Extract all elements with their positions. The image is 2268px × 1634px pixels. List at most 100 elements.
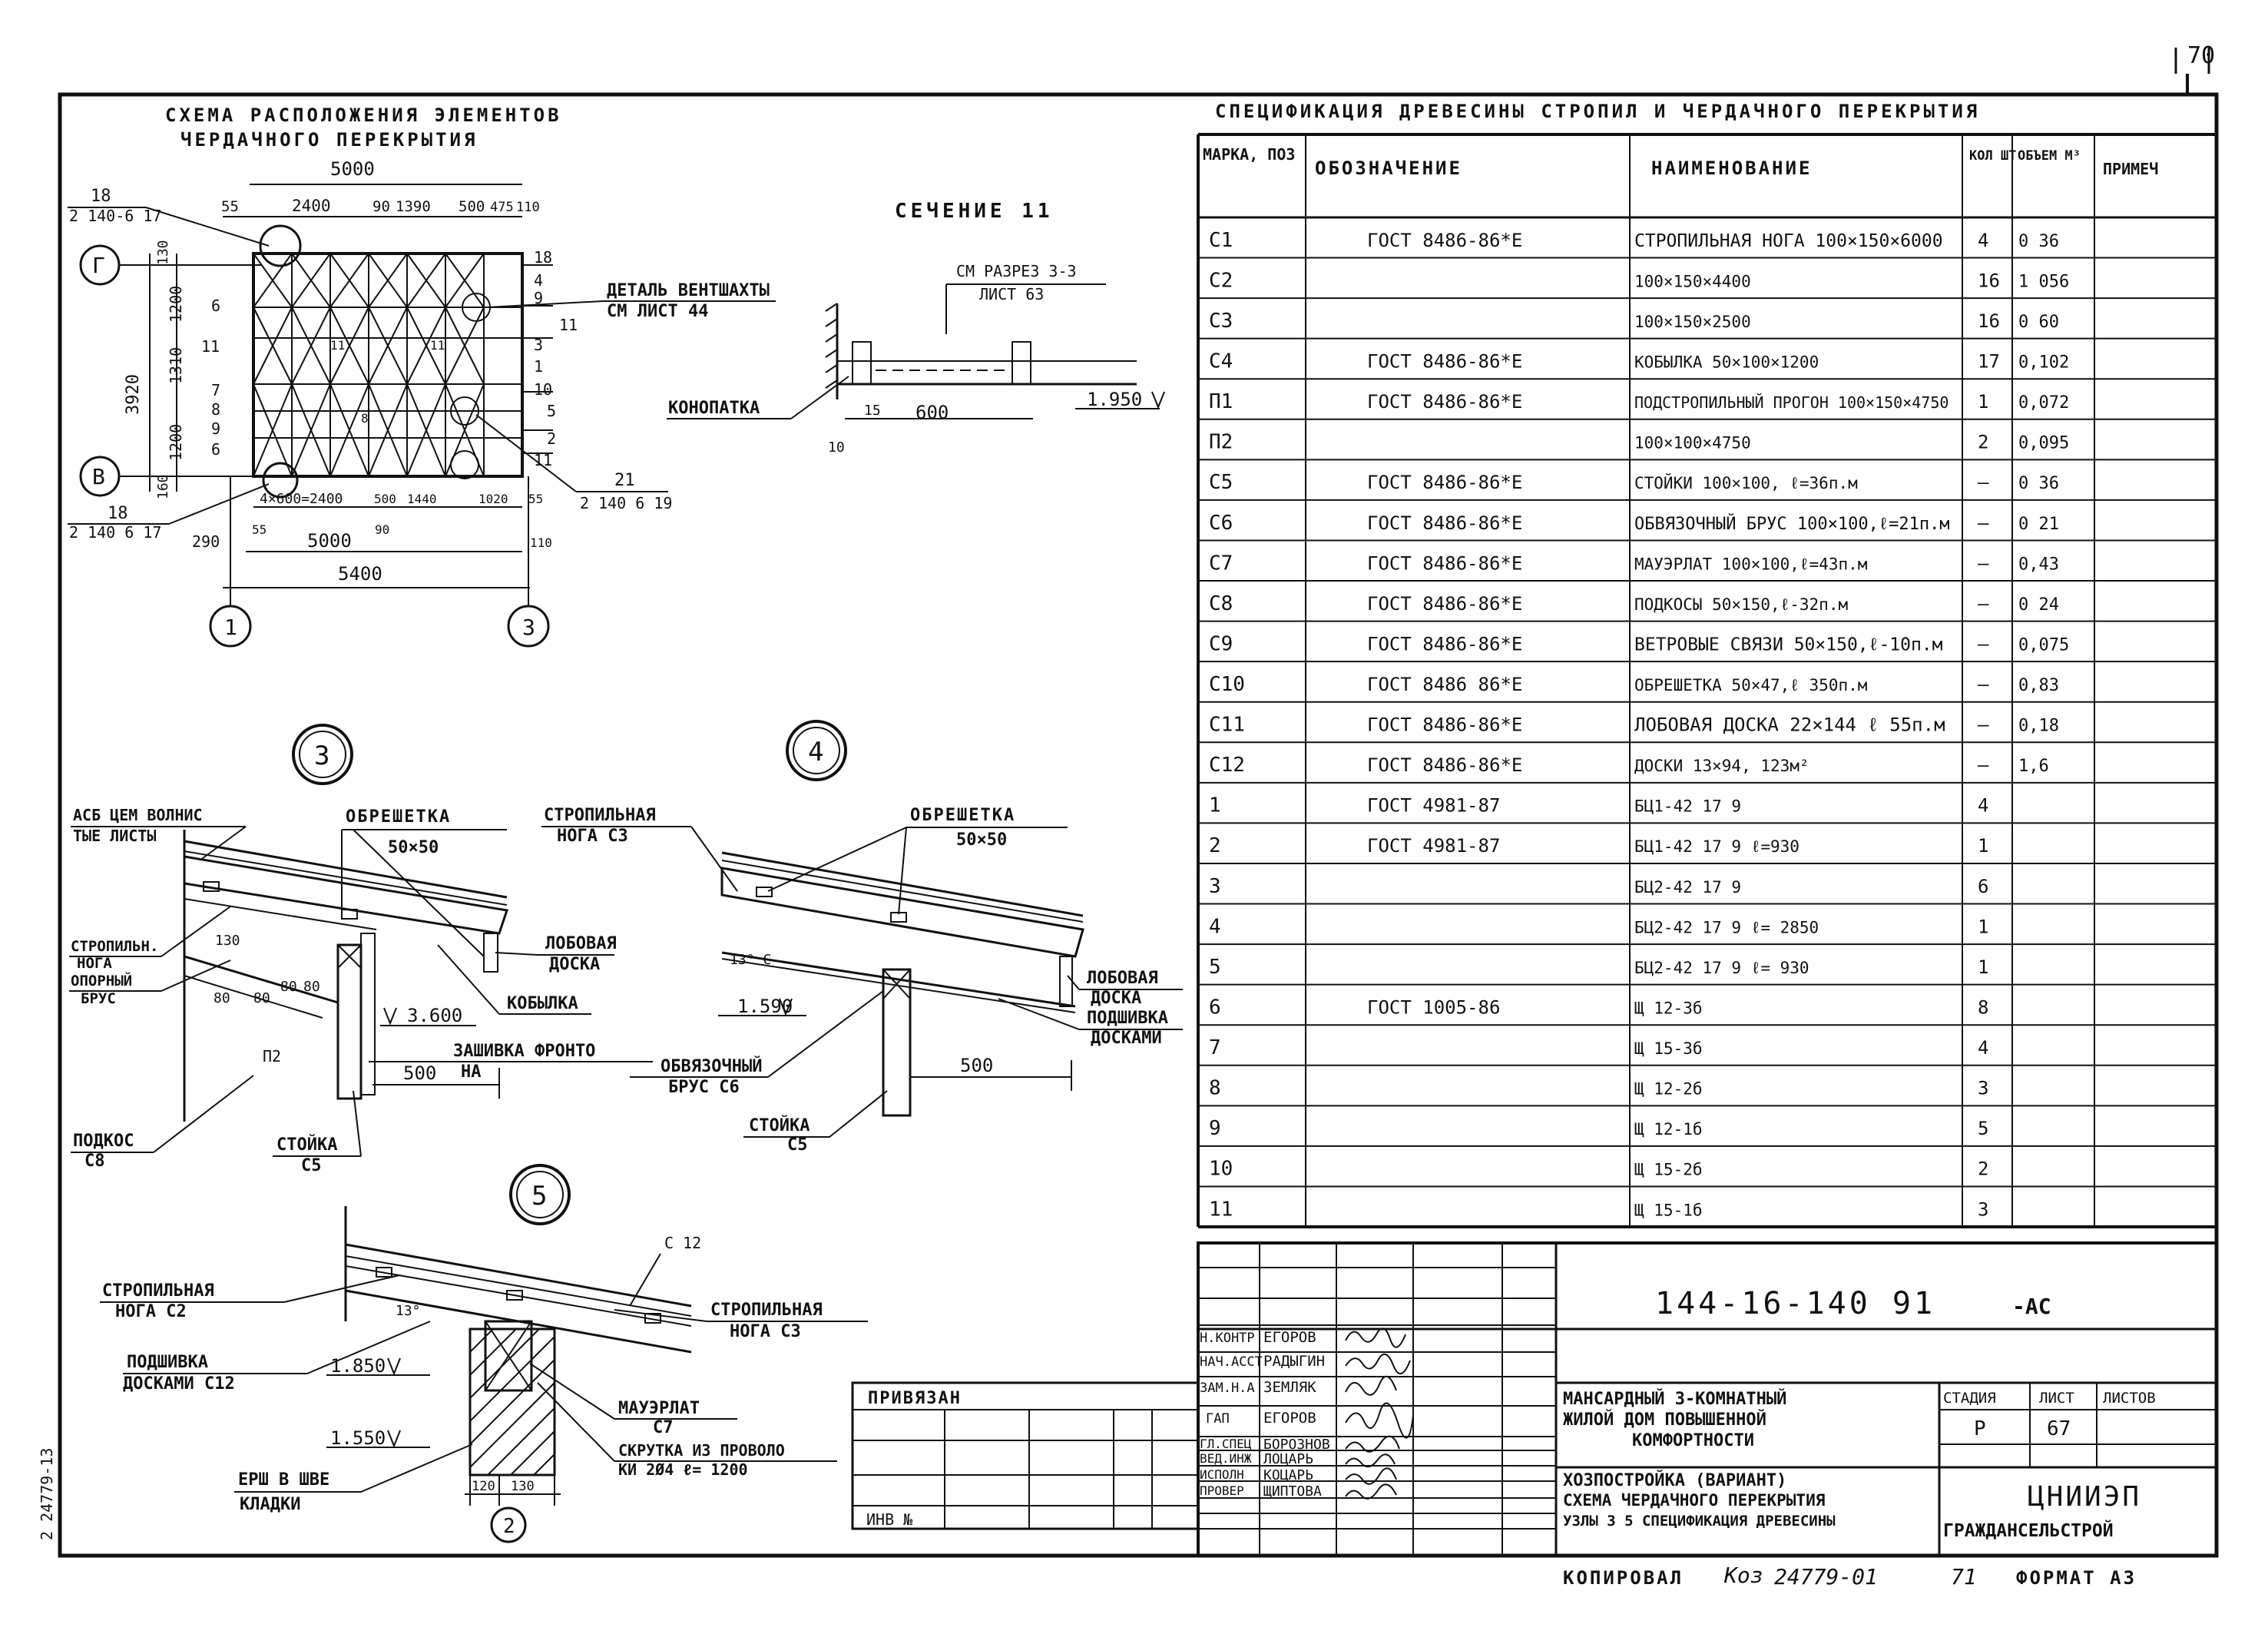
stamp-inv: ИНВ №	[866, 1510, 913, 1529]
sheet-number: 70	[2187, 42, 2215, 69]
spec-cell: Щ 15-1б	[1634, 1201, 1703, 1219]
spec-cell: ГОСТ 4981-87	[1367, 835, 1500, 857]
privyazka-grid	[851, 1381, 1200, 1530]
plan-dim-left-total: 3920	[124, 374, 143, 415]
node-5-mauerlat-label: МАУЭРЛАТ	[618, 1399, 700, 1418]
plan-right-mark: 5	[547, 402, 556, 420]
node-5-detail: 5 С 12 13° СТРОПИЛЬНАЯ НОГА С2 СТРОПИЛЬН…	[100, 1164, 868, 1543]
spec-cell: 0 60	[2018, 313, 2059, 332]
spec-cell: ПОДКОСЫ 50×150,ℓ-32п.м	[1634, 595, 1848, 614]
node-3-lob-label: ЛОБОВАЯ	[545, 934, 617, 953]
plan-right-mark: 9	[534, 289, 543, 307]
plan-dim-top-row: 110	[516, 200, 540, 215]
axis-g-label: Г	[92, 253, 105, 278]
node-5-dim: 130	[511, 1479, 535, 1494]
node-4-stoika-label: СТОЙКА	[749, 1115, 810, 1135]
plan-dim-bottom-small: 55	[252, 522, 267, 537]
spec-cell: —	[1978, 512, 1989, 534]
node-5-mauerlat-label: С7	[653, 1418, 674, 1437]
node-4-marker	[786, 720, 847, 781]
node-3-level: 3.600	[407, 1005, 462, 1026]
spec-cell: С12	[1209, 754, 1245, 777]
stamp-privyazan: ПРИВЯЗАН	[868, 1389, 962, 1408]
spec-cell: С8	[1209, 592, 1233, 615]
node-3-obr-label: ОБРЕШЕТКА	[346, 807, 451, 827]
node-3-kob-label: КОБЫЛКА	[507, 994, 578, 1013]
spec-cell: 1	[1978, 835, 1988, 857]
spec-cell: 6	[1978, 876, 1988, 897]
node-3-rafter-label: НОГА	[77, 955, 112, 972]
node-4-number: 4	[808, 737, 823, 767]
spec-header-designation: ОБОЗНАЧЕНИЕ	[1315, 157, 1462, 179]
spec-cell: 0 21	[2018, 515, 2059, 534]
stamp-sheet-title: ХОЗПОСТРОЙКА (ВАРИАНТ)	[1563, 1470, 1786, 1490]
stamp-name: ЕГОРОВ	[1263, 1410, 1316, 1427]
spec-cell: ГОСТ 8486-86*Е	[1367, 230, 1522, 251]
stamp-project: МАНСАРДНЫЙ 3-КОМНАТНЫЙ	[1563, 1389, 1786, 1409]
plan-dim-bottom-row: 500	[374, 492, 396, 506]
spec-cell: 0,072	[2018, 393, 2069, 413]
spec-cell: 1,6	[2018, 757, 2049, 776]
section-11-title: СЕЧЕНИЕ 11	[895, 200, 1054, 223]
spec-cell: ПОДСТРОПИЛЬНЫЙ ПРОГОН 100×150×4750	[1634, 393, 1948, 412]
node-3-dim: 80	[303, 979, 320, 995]
spec-cell: С7	[1209, 552, 1233, 575]
node-5-rafter-left-label: СТРОПИЛЬНАЯ	[102, 1281, 214, 1301]
spec-cell: Щ 15-2б	[1634, 1161, 1703, 1179]
plan-dim-top-row: 1390	[396, 198, 431, 215]
node-3-rafter-label: ОПОРНЫЙ	[71, 972, 132, 989]
node-3-dim: 130	[215, 933, 240, 949]
spec-cell: ВЕТРОВЫЕ СВЯЗИ 50×150,ℓ-10п.м	[1634, 635, 1943, 655]
spec-cell: —	[1978, 552, 1989, 574]
section-11-ref2: ЛИСТ 63	[979, 285, 1044, 303]
spec-cell: 11	[1209, 1198, 1233, 1221]
node-3-marker	[292, 724, 353, 785]
label-konopatka: КОНОПАТКА	[668, 399, 760, 418]
spec-cell: 3	[1978, 1078, 1988, 1099]
stamp-code-suffix: -АС	[2012, 1294, 2051, 1319]
plan-callout-circle	[450, 396, 479, 426]
plan-dim-bottom-row: 55	[528, 492, 543, 506]
spec-cell: ГОСТ 8486-86*Е	[1367, 754, 1522, 776]
node-4-obr-size: 50×50	[956, 830, 1007, 850]
node-4-rafter	[720, 867, 1084, 958]
spec-cell: П2	[1209, 431, 1233, 454]
node-4-dim500: 500	[960, 1055, 993, 1076]
vent-detail-ref: СМ ЛИСТ 44	[607, 302, 708, 321]
plan-right-mark: 1	[534, 357, 543, 376]
stamp-list: 67	[2047, 1417, 2071, 1440]
callout-21: 21	[614, 471, 635, 490]
plan-dim-top-row: 475	[490, 200, 514, 215]
spec-cell: С5	[1209, 471, 1233, 494]
plan-right-mark: 3	[534, 336, 543, 354]
callout-18-top-ref: 2 140-6 17	[69, 207, 161, 225]
node-5-skrutka-label: КИ 2Ø4 ℓ= 1200	[618, 1460, 748, 1479]
stamp-name: ЕГОРОВ	[1263, 1329, 1316, 1346]
spec-cell: 7	[1209, 1036, 1221, 1059]
node-5-mauerlat	[484, 1320, 533, 1392]
spec-cell: 2	[1209, 834, 1221, 857]
spec-cell: 9	[1209, 1117, 1221, 1140]
spec-cell: 4	[1209, 915, 1221, 938]
stamp-role: ЗАМ.Н.А	[1200, 1380, 1255, 1396]
stamp-role: ГЛ.СПЕЦ	[1200, 1437, 1252, 1451]
spec-cell: 0 36	[2018, 474, 2059, 493]
spec-cell: С2	[1209, 269, 1233, 292]
spec-cell: С10	[1209, 673, 1245, 696]
stamp-project: ЖИЛОЙ ДОМ ПОВЫШЕННОЙ	[1563, 1410, 1766, 1430]
node-5-rafter-left-label: НОГА С2	[115, 1302, 187, 1321]
node-4-detail: 4 СТРОПИЛЬНАЯ НОГА С3 ОБРЕШЕТКА 50×50 13…	[541, 720, 1183, 1155]
node-3-dim500: 500	[403, 1062, 436, 1084]
node-5-wall-hatch	[469, 1328, 555, 1476]
node-3-zash-label: ЗАШИВКА ФРОНТО	[453, 1042, 595, 1061]
plan-dim-top-row: 90	[372, 198, 390, 215]
spec-cell: 100×150×2500	[1634, 313, 1751, 331]
node-5-marker	[509, 1164, 571, 1225]
spec-cell: ГОСТ 8486-86*Е	[1367, 351, 1522, 373]
node-5-ersh-label: ЕРШ В ШВЕ	[238, 1470, 329, 1490]
spec-table: СПЕЦИФИКАЦИЯ ДРЕВЕСИНЫ СТРОПИЛ И ЧЕРДАЧН…	[1197, 101, 2218, 1228]
node-4-post	[882, 968, 912, 1117]
plan-dim-bottom-small: 290	[192, 532, 220, 551]
section-dim-10: 10	[828, 439, 845, 456]
node-5-number: 5	[531, 1181, 547, 1211]
